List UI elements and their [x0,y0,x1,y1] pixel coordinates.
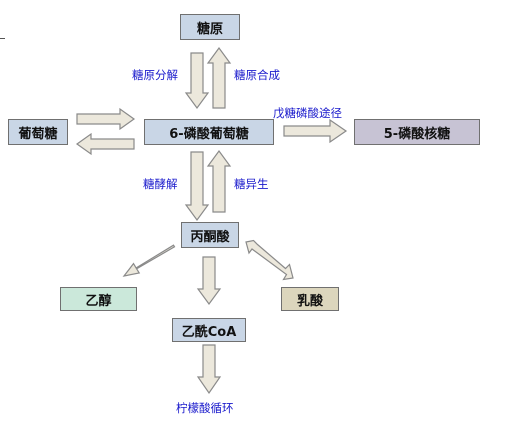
node-pyruvate: 丙酮酸 [181,222,239,248]
label-glycogenesis: 糖原合成 [234,68,280,82]
node-g6p: 6-磷酸葡萄糖 [144,119,274,145]
arrow-pyruvate-to-ethanol [122,244,176,277]
node-glucose: 葡萄糖 [8,119,68,145]
node-ethanol: 乙醇 [60,287,137,311]
label-pentose-phosphate: 戊糖磷酸途径 [273,106,342,120]
label-gluconeogenesis: 糖异生 [234,177,269,191]
label-glycogenolysis: 糖原分解 [132,68,178,82]
arrow-pentose-phosphate [283,118,348,144]
node-acetyl-coa: 乙酰CoA [172,318,246,342]
arrow-pyruvate-lactate [245,239,294,281]
arrow-glycogenolysis [184,52,210,110]
corner-tick [0,38,5,39]
arrow-glycogenesis [206,46,232,109]
label-glycolysis: 糖酵解 [143,177,178,191]
node-glycogen: 糖原 [180,14,240,40]
arrow-glucose-to-g6p [76,107,136,131]
arrow-pyruvate-to-acetyl-coa [196,256,222,306]
arrow-gluconeogenesis [206,149,232,213]
arrow-glycolysis [184,151,210,222]
label-tca-cycle: 柠檬酸循环 [176,401,234,415]
arrow-to-tca [196,344,222,395]
arrow-g6p-to-glucose [75,132,135,156]
node-lactate: 乳酸 [281,287,339,311]
node-ribose-5-phosphate: 5-磷酸核糖 [354,119,480,145]
